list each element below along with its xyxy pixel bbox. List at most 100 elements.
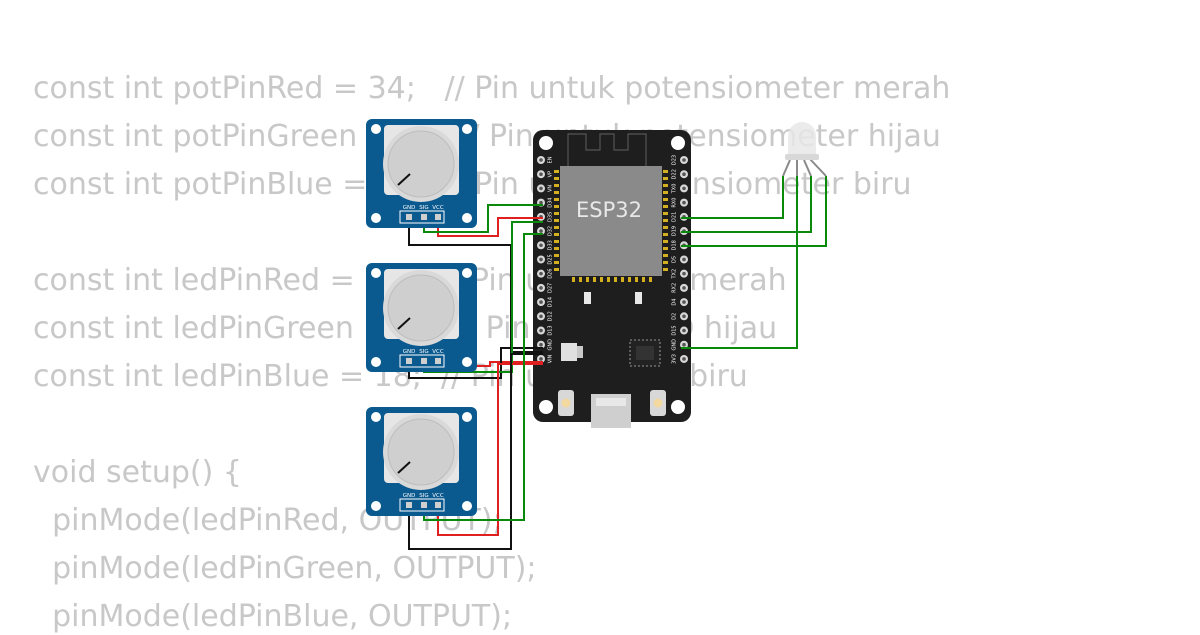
esp32-pin-label: D32 xyxy=(548,226,554,236)
module-pad xyxy=(663,254,668,257)
boot-button-cap xyxy=(561,398,571,408)
esp32-pin-hole xyxy=(682,271,686,276)
esp32-pin-hole xyxy=(539,186,543,191)
pot-pin[interactable] xyxy=(421,358,427,364)
rgb-led[interactable] xyxy=(782,122,827,177)
code-line: pinMode(ledPinGreen, OUTPUT); xyxy=(33,551,537,586)
module-pad xyxy=(663,261,668,264)
pot-pin-header xyxy=(399,498,445,512)
esp32-right-header: D23D22TX0RX0D21D19D18D5TX2RX2D4D2D15GND3… xyxy=(672,155,688,364)
module-pad xyxy=(642,277,645,282)
module-pad xyxy=(554,219,559,222)
esp32-pin-label: D18 xyxy=(672,240,678,250)
esp32-pin-label: D19 xyxy=(672,226,678,236)
module-pad xyxy=(554,240,559,243)
esp32-pin-label: RX2 xyxy=(672,283,678,293)
module-pad xyxy=(554,191,559,194)
esp32-pin-hole xyxy=(539,172,543,177)
pot-mounting-hole xyxy=(462,124,472,134)
pot-knob[interactable] xyxy=(387,130,455,198)
module-pad xyxy=(554,205,559,208)
module-pad xyxy=(663,205,668,208)
esp32-pin-label: TX0 xyxy=(672,184,678,195)
esp32-pin-label: RX0 xyxy=(672,198,678,208)
esp32-pin-hole xyxy=(682,300,686,304)
pot-pin-label: VCC xyxy=(432,349,444,355)
esp32-pin-label: VP xyxy=(548,171,554,177)
code-line: const int potPinRed = 34; // Pin untuk p… xyxy=(33,71,951,106)
pot-pin[interactable] xyxy=(406,358,412,364)
module-pad xyxy=(663,247,668,250)
module-pad xyxy=(663,184,668,187)
wire-red-pot3-vcc xyxy=(437,363,543,536)
esp32-pin-hole xyxy=(539,314,543,319)
pot-mounting-hole xyxy=(462,268,472,278)
pot-mounting-hole xyxy=(462,357,472,367)
esp32-pin-label: D2 xyxy=(672,313,678,320)
pot-pin[interactable] xyxy=(435,214,441,220)
esp32-pin-hole xyxy=(539,328,543,333)
esp32-pin-label: VN xyxy=(548,185,554,192)
esp32-pin-label: D14 xyxy=(548,297,554,307)
module-pad xyxy=(554,170,559,173)
esp32-pin-hole xyxy=(539,229,543,233)
smd-component xyxy=(635,292,642,304)
module-pad xyxy=(554,261,559,264)
module-pad xyxy=(663,170,668,173)
mounting-hole xyxy=(539,400,553,414)
code-line: void setup() { xyxy=(33,455,242,490)
pot-mounting-hole xyxy=(371,268,381,278)
esp32-pin-hole xyxy=(539,200,543,205)
pot-knob-indicator xyxy=(397,317,411,330)
esp32-pin-hole xyxy=(539,271,543,276)
module-pad xyxy=(607,277,610,282)
module-pad xyxy=(554,212,559,215)
module-pads xyxy=(554,170,668,282)
pot-mounting-hole xyxy=(371,412,381,422)
pot-mounting-hole xyxy=(371,501,381,511)
pot-knob[interactable] xyxy=(387,274,455,342)
module-pad xyxy=(554,233,559,236)
pot-pin[interactable] xyxy=(421,214,427,220)
esp32-pin-label: D13 xyxy=(548,325,554,335)
module-pad xyxy=(554,184,559,187)
esp32-pin-label: D26 xyxy=(548,269,554,279)
esp32-board[interactable]: ESP32 ENVPVND34D35D32D33D25D26D27D14D12D… xyxy=(533,130,691,428)
pot-knob-indicator xyxy=(397,173,411,186)
pot-mounting-hole xyxy=(371,357,381,367)
pot-pin-label: SIG xyxy=(419,205,428,211)
pot-pin[interactable] xyxy=(435,502,441,508)
module-pad xyxy=(554,268,559,271)
pot-pin[interactable] xyxy=(421,502,427,508)
pot-mounting-hole xyxy=(462,412,472,422)
esp32-pin-hole xyxy=(682,342,686,347)
pot-pin[interactable] xyxy=(406,214,412,220)
module-pad xyxy=(572,277,575,282)
mounting-hole xyxy=(671,136,685,150)
pot-pin[interactable] xyxy=(406,502,412,508)
esp32-pin-hole xyxy=(682,200,686,205)
usb-port-inner xyxy=(596,398,626,406)
esp32-chip-label: ESP32 xyxy=(576,198,642,222)
module-pad xyxy=(663,226,668,229)
mounting-hole xyxy=(671,400,685,414)
esp32-pin-hole xyxy=(539,243,543,248)
esp32-pin-hole xyxy=(682,314,686,319)
pot-mounting-hole xyxy=(371,124,381,134)
code-line: pinMode(ledPinBlue, OUTPUT); xyxy=(33,599,513,634)
pot-mounting-hole xyxy=(371,213,381,223)
module-pad xyxy=(593,277,596,282)
usb-uart-chip-core xyxy=(636,346,654,360)
wire-green-led-gnd xyxy=(681,176,798,349)
esp32-pin-hole xyxy=(682,257,686,262)
wire-green-led-green xyxy=(681,176,812,233)
esp32-pin-label: D21 xyxy=(672,212,678,222)
esp32-pin-label: EN xyxy=(548,156,554,163)
pot-pin[interactable] xyxy=(435,358,441,364)
esp32-pin-label: D33 xyxy=(548,240,554,250)
pot-knob[interactable] xyxy=(387,418,455,486)
